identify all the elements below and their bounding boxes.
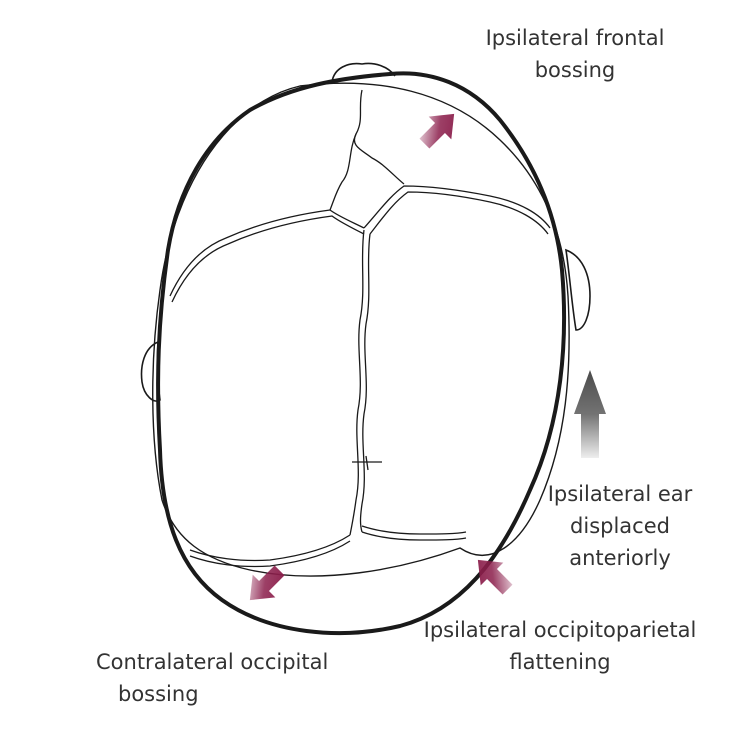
- deformed-head-outline: [156, 71, 567, 635]
- frontal-bossing-label-line2: bossing: [534, 58, 616, 82]
- contralateral-occipital-label-line2: bossing: [118, 682, 199, 706]
- occipitoparietal-flattening-label: Ipsilateral occipitoparietal flattening: [410, 614, 710, 678]
- occipitoparietal-flattening-label-line1: Ipsilateral occipitoparietal: [423, 618, 697, 642]
- occipitoparietal-flattening-arrow-icon: [477, 559, 513, 595]
- frontal-bossing-label-line1: Ipsilateral frontal: [485, 26, 665, 50]
- ear-displaced-label-line3: anteriorly: [569, 546, 671, 570]
- contralateral-occipital-label: Contralateral occipital bossing: [96, 646, 366, 710]
- occipitoparietal-flattening-label-line2: flattening: [509, 650, 611, 674]
- ear-displacement-arrow-icon: [574, 370, 606, 458]
- contralateral-occipital-label-line1: Contralateral occipital: [96, 650, 329, 674]
- skull-sutures: [169, 89, 551, 568]
- ear-displaced-label-line1: Ipsilateral ear: [547, 482, 693, 506]
- frontal-bossing-label: Ipsilateral frontal bossing: [470, 22, 680, 86]
- ear-displaced-label: Ipsilateral ear displaced anteriorly: [520, 478, 720, 574]
- frontal-bossing-arrow-icon: [419, 113, 455, 149]
- right-ear: [565, 248, 591, 331]
- nose-outline: [331, 62, 396, 83]
- ear-displaced-label-line2: displaced: [570, 514, 670, 538]
- normal-skull-outline: [152, 82, 570, 577]
- contralateral-occipital-arrow-icon: [249, 565, 285, 601]
